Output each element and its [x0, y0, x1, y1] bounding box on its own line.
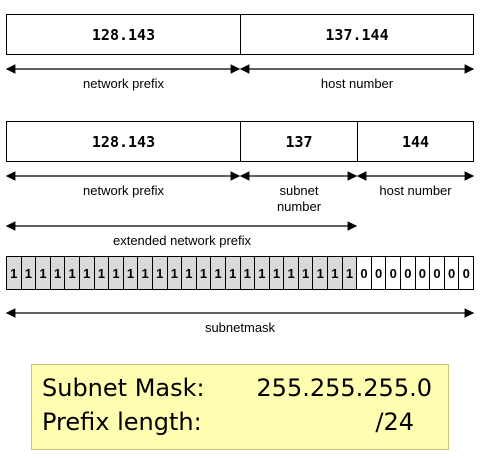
host-number-box-1: 137.144	[240, 14, 474, 55]
mask-bit-2: 1	[21, 257, 37, 289]
mask-bit-8: 1	[109, 257, 124, 289]
host-number-value-2: 144	[401, 132, 430, 151]
mask-bit-5: 1	[65, 257, 80, 289]
subnet-mask-value: 255.255.255.0	[256, 374, 432, 402]
mask-bit-6: 1	[79, 257, 95, 289]
mask-bit-27: 0	[386, 257, 402, 289]
mask-bit-28: 0	[401, 257, 416, 289]
mask-bit-29: 0	[415, 257, 431, 289]
subnet-mask-row: Subnet Mask: 255.255.255.0	[42, 371, 438, 405]
mask-bit-3: 1	[36, 257, 51, 289]
subnetmask-label: subnetmask	[204, 320, 276, 335]
mask-bit-4: 1	[50, 257, 66, 289]
mask-bit-31: 0	[444, 257, 460, 289]
network-prefix-box-2: 128.143	[6, 121, 241, 162]
mask-bit-15: 1	[211, 257, 226, 289]
mask-bit-18: 1	[255, 257, 270, 289]
host-number-label-1: host number	[320, 76, 394, 91]
network-prefix-label-2: network prefix	[83, 183, 164, 198]
mask-bit-20: 1	[284, 257, 299, 289]
host-number-box-2: 144	[357, 121, 474, 162]
prefix-length-row: Prefix length: /24	[42, 405, 438, 439]
mask-bit-16: 1	[225, 257, 241, 289]
network-prefix-value: 128.143	[91, 25, 156, 44]
mask-bit-12: 1	[167, 257, 183, 289]
mask-bit-21: 1	[298, 257, 314, 289]
prefix-length-value: /24	[375, 408, 414, 436]
mask-bit-17: 1	[240, 257, 256, 289]
subnet-label-line1: subnet	[279, 183, 319, 198]
mask-bit-1: 1	[7, 257, 22, 289]
mask-bit-10: 1	[138, 257, 153, 289]
subnet-number-box: 137	[240, 121, 358, 162]
network-prefix-label-1: network prefix	[83, 76, 164, 91]
mask-bit-32: 0	[459, 257, 473, 289]
mask-bit-24: 1	[342, 257, 358, 289]
mask-bit-7: 1	[94, 257, 110, 289]
summary-box: Subnet Mask: 255.255.255.0 Prefix length…	[31, 364, 449, 450]
mask-bit-22: 1	[313, 257, 329, 289]
mask-bit-25: 0	[357, 257, 372, 289]
host-number-value: 137.144	[325, 25, 389, 44]
prefix-length-key: Prefix length:	[42, 408, 202, 436]
subnet-label-line2: number	[276, 199, 322, 214]
mask-bit-23: 1	[328, 257, 343, 289]
mask-bit-19: 1	[269, 257, 285, 289]
mask-bit-9: 1	[123, 257, 139, 289]
host-number-label-2: host number	[379, 183, 452, 198]
network-prefix-box-1: 128.143	[6, 14, 241, 55]
mask-bit-11: 1	[152, 257, 168, 289]
mask-bit-26: 0	[371, 257, 387, 289]
mask-bit-14: 1	[196, 257, 212, 289]
subnet-mask-key: Subnet Mask:	[42, 374, 205, 402]
network-prefix-value-2: 128.143	[91, 132, 156, 151]
extended-network-prefix-label: extended network prefix	[112, 233, 252, 248]
mask-bit-30: 0	[430, 257, 445, 289]
mask-bit-13: 1	[182, 257, 197, 289]
subnet-number-value: 137	[285, 132, 313, 151]
subnet-number-label: subnet number	[240, 183, 358, 215]
